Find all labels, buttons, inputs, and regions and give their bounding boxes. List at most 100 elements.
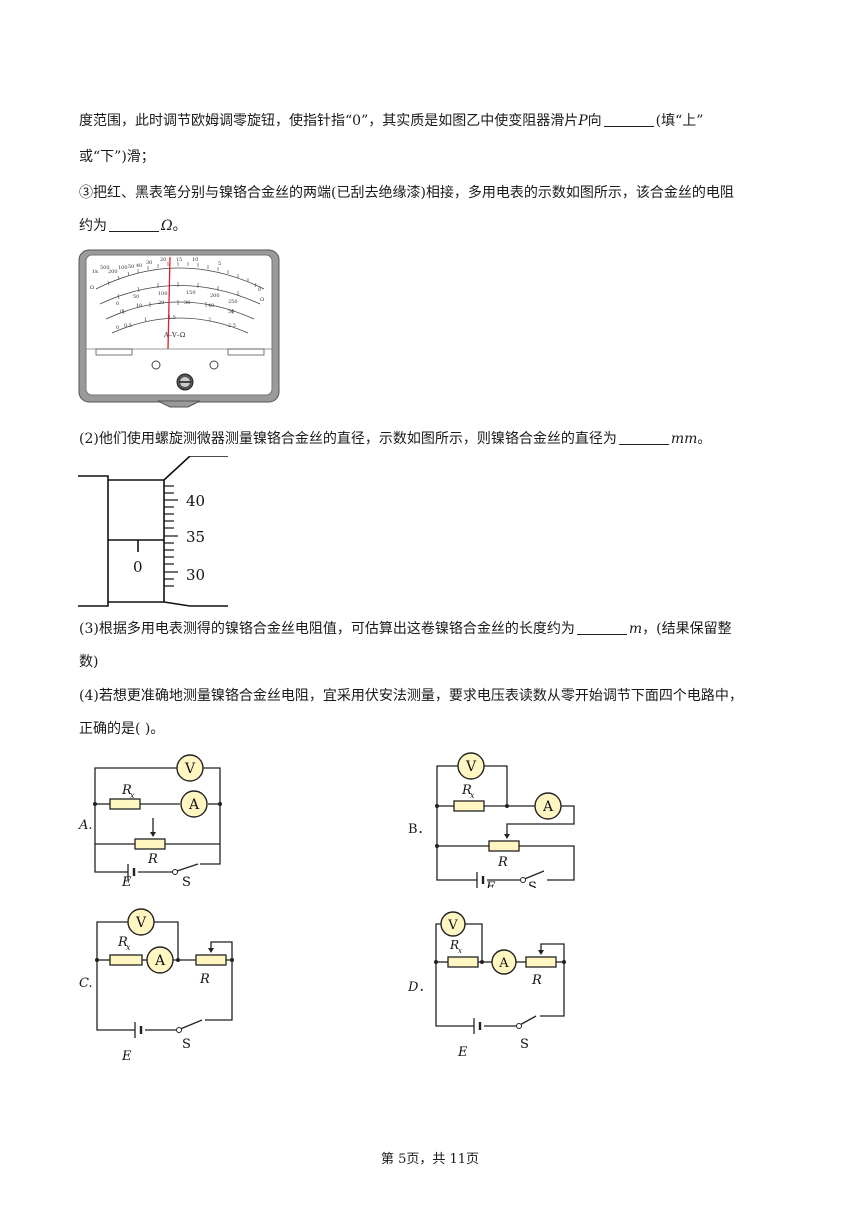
svg-text:A: A xyxy=(498,956,509,971)
svg-text:E: E xyxy=(121,875,132,887)
thimble-label-30: 30 xyxy=(186,566,205,584)
svg-text:E: E xyxy=(121,1049,132,1064)
svg-text:x: x xyxy=(126,943,131,952)
dc-tick-label: 200 xyxy=(210,293,220,299)
question-2: (2)他们使用螺旋测微器测量镍铬合金丝的直径，示数如图所示，则镍铬合金丝的直径为… xyxy=(79,430,712,447)
svg-text:R: R xyxy=(121,783,132,798)
ohm-unit-left: Ω xyxy=(90,285,94,291)
low-tick-label: 1 xyxy=(144,317,147,323)
rheostat xyxy=(134,838,166,850)
dc-tick-label: 50 xyxy=(133,294,139,300)
svg-text:R: R xyxy=(461,783,472,798)
rheostat xyxy=(525,956,557,968)
mid-tick-label: 20 xyxy=(158,300,164,306)
svg-text:A: A xyxy=(188,797,200,813)
svg-text:S: S xyxy=(528,880,537,888)
thimble-ticks xyxy=(164,485,178,587)
svg-text:E: E xyxy=(485,880,496,888)
paragraph-line-3: ③把红、黑表笔分别与镍铬合金丝的两端(已刮去绝缘漆)相接，多用电表的示数如图所示… xyxy=(79,185,734,201)
circuit-c: V R x A R E S xyxy=(95,908,234,1064)
ammeter-icon xyxy=(146,946,174,974)
svg-text:R: R xyxy=(449,938,459,952)
low-tick-label: 2 xyxy=(208,317,211,323)
svg-text:x: x xyxy=(458,947,462,955)
answer-blank-1[interactable] xyxy=(603,112,654,127)
ohm-tick-label: 15 xyxy=(176,257,182,263)
svg-text:R: R xyxy=(199,972,210,987)
ohm-tick-label: 100 xyxy=(118,265,128,271)
ohm-tick-label: 50 xyxy=(128,264,134,270)
option-c-label[interactable]: C. xyxy=(79,976,93,991)
svg-text:S: S xyxy=(182,875,191,887)
micrometer-figure: 0 40 35 30 xyxy=(78,456,228,607)
dc-tick-label: 150 xyxy=(186,290,196,296)
resistor-rx xyxy=(453,800,485,812)
mid-tick-label: 30 xyxy=(184,300,190,306)
question-4-line-1: (4)若想更准确地测量镍铬合金丝电阻，宜采用伏安法测量，要求电压表读数从零开始调… xyxy=(79,688,743,704)
ammeter-icon xyxy=(180,790,208,818)
dc-tick-label: 0 xyxy=(116,301,119,307)
svg-text:V: V xyxy=(184,761,196,777)
circuit-b: V R x A R E S xyxy=(435,752,575,888)
voltmeter-icon xyxy=(440,911,466,937)
question-3-line-2: 数) xyxy=(79,654,99,670)
mid-tick-label: 10 xyxy=(136,303,142,309)
svg-text:A: A xyxy=(542,799,554,815)
svg-text:R: R xyxy=(117,935,128,950)
thimble-label-40: 40 xyxy=(186,492,205,510)
thimble-label-35: 35 xyxy=(186,528,205,546)
svg-text:R: R xyxy=(531,973,542,988)
ammeter-icon xyxy=(491,949,517,975)
svg-text:A: A xyxy=(154,953,166,969)
ammeter-icon xyxy=(534,792,562,820)
svg-text:x: x xyxy=(130,791,135,800)
resistor-rx xyxy=(109,798,141,810)
meter-needle xyxy=(167,256,171,350)
dc-tick-label: 250 xyxy=(228,299,238,305)
ohm-tick-label: 200 xyxy=(108,269,118,275)
low-tick-label: 0.5 xyxy=(124,323,132,329)
mid-tick-label: 40 xyxy=(208,303,214,309)
page-footer: 第 5页，共 11页 xyxy=(380,1152,480,1167)
paragraph-line-2: 或“下”)滑； xyxy=(79,149,155,165)
circuit-a: V R x A R E S xyxy=(93,754,222,887)
ohm-tick-label: 5 xyxy=(218,261,221,267)
mid-tick-label: 0 xyxy=(120,309,123,315)
dc-tick-label: 100 xyxy=(158,291,168,297)
ohm-tick-label: 30 xyxy=(146,260,152,266)
rheostat xyxy=(195,954,227,966)
option-a-label[interactable]: A. xyxy=(79,818,93,833)
svg-text:V: V xyxy=(447,918,458,933)
multimeter-figure: 1k 500 200 100 50 40 30 20 15 10 5 0 Ω Ω… xyxy=(78,249,280,408)
svg-text:R: R xyxy=(497,855,508,870)
ohm-tick-label: 500 xyxy=(100,265,110,271)
ohm-tick-label: 1k xyxy=(92,269,99,275)
svg-text:V: V xyxy=(135,915,147,931)
svg-text:S: S xyxy=(520,1037,529,1052)
ohm-tick-label: 0 xyxy=(258,287,261,293)
voltmeter-icon xyxy=(176,754,204,782)
option-d-label[interactable]: D． xyxy=(408,980,432,995)
question-4-line-2: 正确的是( )。 xyxy=(79,721,165,737)
low-tick-label: 1.5 xyxy=(168,315,176,321)
option-b-label[interactable]: B． xyxy=(408,822,431,837)
resistor-rx xyxy=(447,956,479,968)
answer-blank-length[interactable] xyxy=(576,620,627,635)
sleeve-label-0: 0 xyxy=(133,558,143,576)
answer-blank-diameter[interactable] xyxy=(618,430,669,445)
svg-text:x: x xyxy=(470,791,475,800)
ohm-unit-label: Ω xyxy=(260,297,264,303)
paragraph-line-1: 度范围，此时调节欧姆调零旋钮，使指针指“0”，其实质是如图乙中使变阻器滑片P向(… xyxy=(79,112,704,129)
resistor-rx xyxy=(109,954,143,966)
svg-text:V: V xyxy=(465,759,477,775)
voltmeter-icon xyxy=(457,752,485,780)
mid-tick-label: 50 xyxy=(228,309,234,315)
answer-blank-2[interactable] xyxy=(109,217,159,232)
circuit-d: V R x A R E S xyxy=(434,911,566,1060)
rheostat xyxy=(488,840,520,852)
svg-text:S: S xyxy=(182,1037,191,1052)
voltmeter-icon xyxy=(127,908,155,936)
svg-text:E: E xyxy=(457,1045,468,1060)
